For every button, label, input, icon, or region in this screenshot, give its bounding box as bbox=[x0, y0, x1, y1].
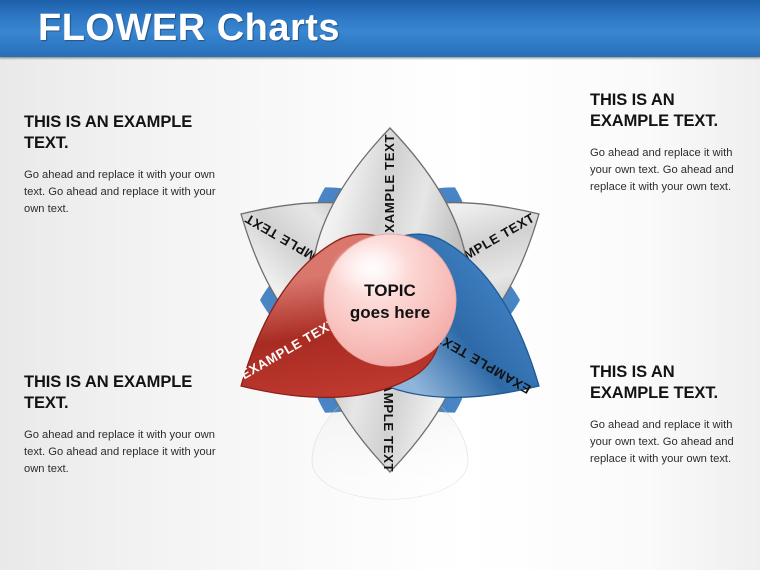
callout-bottom-right-heading: THIS IS AN EXAMPLE TEXT. bbox=[590, 363, 718, 402]
center-topic-line2: goes here bbox=[350, 303, 430, 322]
flower-diagram: EXAMPLE TEXT EXAMPLE TEXT EXAMPLE TEXT E… bbox=[190, 62, 590, 542]
callout-top-right-body: Go ahead and replace it with your own te… bbox=[590, 146, 734, 193]
callout-bottom-right-body: Go ahead and replace it with your own te… bbox=[590, 418, 734, 465]
center-topic-line1: TOPIC bbox=[364, 281, 416, 300]
petal-lower-right[interactable]: EXAMPLE TEXT bbox=[312, 209, 579, 455]
header-banner: FLOWER Charts bbox=[0, 0, 760, 60]
petal-bottom[interactable]: EXAMPLE TEXT bbox=[311, 255, 469, 473]
page-title: FLOWER Charts bbox=[38, 7, 341, 49]
petal-top[interactable]: EXAMPLE TEXT bbox=[311, 127, 469, 345]
callout-top-left-heading: THIS IS AN EXAMPLE TEXT. bbox=[24, 113, 193, 152]
callout-top-right: THIS IS AN EXAMPLE TEXT. Go ahead and re… bbox=[590, 90, 750, 196]
callout-top-right-heading: THIS IS AN EXAMPLE TEXT. bbox=[590, 91, 718, 130]
callout-top-left-body: Go ahead and replace it with your own te… bbox=[24, 168, 216, 215]
center-topic-bubble[interactable]: TOPIC goes here bbox=[323, 233, 457, 367]
callout-top-left: THIS IS AN EXAMPLE TEXT. Go ahead and re… bbox=[24, 112, 220, 218]
callout-bottom-right: THIS IS AN EXAMPLE TEXT. Go ahead and re… bbox=[590, 362, 750, 468]
petal-bottom-label: EXAMPLE TEXT bbox=[381, 364, 396, 472]
callout-bottom-left-heading: THIS IS AN EXAMPLE TEXT. bbox=[24, 373, 193, 412]
flower-chart-svg: EXAMPLE TEXT EXAMPLE TEXT EXAMPLE TEXT E… bbox=[201, 127, 579, 500]
callout-bottom-left-body: Go ahead and replace it with your own te… bbox=[24, 428, 216, 475]
callout-bottom-left: THIS IS AN EXAMPLE TEXT. Go ahead and re… bbox=[24, 372, 220, 478]
petal-top-label: EXAMPLE TEXT bbox=[382, 134, 397, 242]
